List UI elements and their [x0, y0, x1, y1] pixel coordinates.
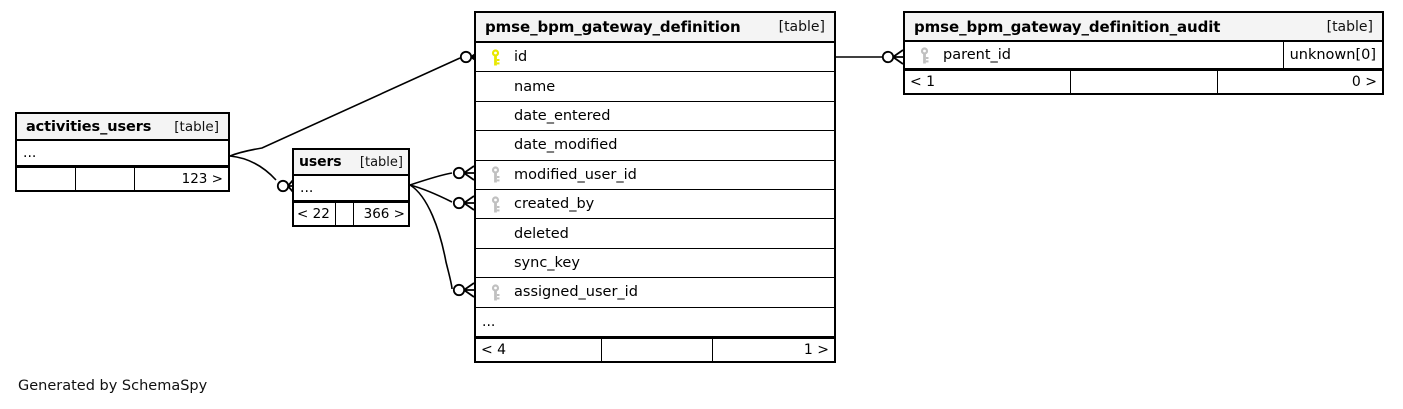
table-activities-users[interactable]: activities_users [table] ... 123 > — [15, 112, 230, 192]
footer-middle — [602, 338, 713, 361]
column-type: unknown[0] — [1282, 42, 1382, 68]
table-footer: < 1 0 > — [905, 69, 1382, 93]
edge-activities-to-main-id — [229, 57, 461, 157]
column-name: created_by — [514, 196, 595, 213]
footer-right[interactable]: 123 > — [181, 171, 223, 187]
column-name: date_modified — [514, 137, 618, 154]
footer-middle — [1071, 71, 1218, 93]
table-title: activities_users — [26, 118, 152, 135]
column-name: id — [514, 49, 528, 66]
table-pmse-bpm-gateway-definition-audit[interactable]: pmse_bpm_gateway_definition_audit [table… — [903, 11, 1384, 95]
edge-activities-to-users — [229, 155, 277, 181]
edge-users-to-assigned-user-id — [409, 184, 453, 290]
footer-middle — [336, 203, 354, 225]
more-columns-row: ... — [294, 176, 408, 201]
table-row[interactable]: sync_key — [476, 249, 834, 279]
table-pmse-bpm-gateway-definition[interactable]: pmse_bpm_gateway_definition [table] id n… — [474, 11, 836, 363]
table-footer: 123 > — [17, 166, 228, 190]
footer-left[interactable]: < 22 — [294, 203, 336, 225]
footer-middle — [76, 168, 135, 190]
column-name: name — [514, 78, 556, 95]
primary-key-icon — [476, 49, 514, 66]
table-row[interactable]: id — [476, 43, 834, 73]
footer-left — [17, 168, 76, 190]
table-header: pmse_bpm_gateway_definition [table] — [476, 13, 834, 43]
footer-right[interactable]: 0 > — [1351, 74, 1377, 90]
table-title: users — [299, 154, 342, 170]
table-title: pmse_bpm_gateway_definition — [485, 18, 741, 36]
table-title: pmse_bpm_gateway_definition_audit — [914, 17, 1221, 36]
footer-right[interactable]: 366 > — [363, 206, 405, 222]
table-type-tag: [table] — [778, 19, 825, 35]
column-name: deleted — [514, 225, 569, 242]
column-name: assigned_user_id — [514, 284, 638, 301]
footer-left[interactable]: < 1 — [905, 71, 1071, 93]
table-row[interactable]: name — [476, 72, 834, 102]
table-type-tag: [table] — [359, 154, 403, 170]
column-name: sync_key — [514, 254, 580, 271]
generated-by-credit: Generated by SchemaSpy — [18, 378, 208, 394]
table-header: users [table] — [294, 150, 408, 176]
table-row[interactable]: modified_user_id — [476, 161, 834, 190]
more-columns-row: ... — [17, 141, 228, 166]
column-name: parent_id — [943, 47, 1012, 63]
table-footer: < 22 366 > — [294, 201, 408, 225]
footer-right[interactable]: 1 > — [803, 341, 829, 358]
foreign-key-icon — [905, 46, 943, 64]
edge-users-to-created-by — [409, 184, 453, 203]
more-columns-row: ... — [476, 308, 834, 337]
table-header: activities_users [table] — [17, 114, 228, 141]
table-row[interactable]: assigned_user_id — [476, 278, 834, 308]
table-row[interactable]: date_modified — [476, 131, 834, 161]
column-name: date_entered — [514, 107, 611, 124]
edge-users-to-modified-user-id — [409, 172, 453, 186]
table-users[interactable]: users [table] ... < 22 366 > — [292, 148, 410, 227]
footer-left[interactable]: < 4 — [476, 338, 602, 361]
table-row[interactable]: deleted — [476, 219, 834, 249]
table-header: pmse_bpm_gateway_definition_audit [table… — [905, 13, 1382, 42]
column-name: modified_user_id — [514, 166, 637, 183]
foreign-key-icon — [476, 166, 514, 183]
table-type-tag: [table] — [174, 118, 219, 135]
table-row[interactable]: date_entered — [476, 102, 834, 132]
table-row[interactable]: parent_id unknown[0] — [905, 42, 1382, 69]
foreign-key-icon — [476, 284, 514, 301]
table-footer: < 4 1 > — [476, 336, 834, 361]
table-type-tag: [table] — [1326, 18, 1373, 35]
foreign-key-icon — [476, 196, 514, 213]
table-row[interactable]: created_by — [476, 190, 834, 220]
